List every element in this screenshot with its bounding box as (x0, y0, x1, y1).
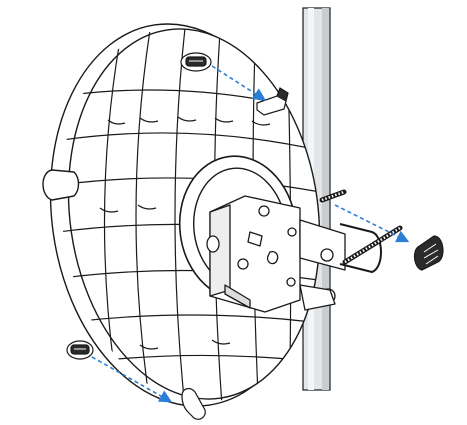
arrow-top-latch (211, 65, 267, 101)
bracket-bolt-2 (287, 227, 297, 237)
bracket-slot-2 (247, 231, 263, 247)
arrow-knob (334, 204, 410, 243)
bottom-latch-assembly (66, 340, 206, 420)
pole-clamp-u (339, 223, 382, 273)
dish-antenna (42, 23, 321, 409)
pole-clamp-front (299, 219, 346, 271)
mounting-bracket (206, 195, 382, 313)
arrow-bottom-latch (91, 356, 173, 403)
bracket-hole-left (206, 235, 220, 253)
bracket-bolt-3 (237, 258, 249, 270)
instruction-arrows (91, 65, 410, 403)
latch-icon (180, 52, 212, 72)
bracket-bolt-1 (258, 205, 270, 217)
latch-icon (181, 387, 206, 420)
clamp-lower-arm (299, 284, 336, 311)
top-latch-assembly (180, 52, 289, 116)
bracket-bolt-4 (286, 277, 296, 287)
latch-icon (66, 340, 94, 360)
clamp-nut-top (320, 248, 334, 262)
thumb-knob-icon (413, 235, 444, 271)
bracket-foot (224, 284, 251, 309)
latch-icon (256, 87, 289, 116)
dish-side-tab (42, 169, 80, 201)
threaded-rods (319, 189, 403, 265)
bracket-slot-1 (266, 250, 279, 265)
